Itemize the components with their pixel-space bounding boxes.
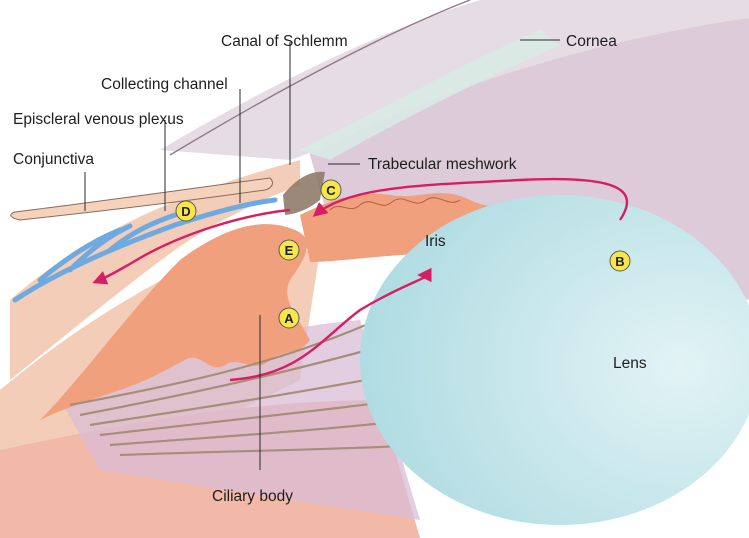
marker-a: A — [279, 308, 299, 328]
label-conjunctiva: Conjunctiva — [13, 151, 94, 168]
marker-b: B — [610, 251, 630, 271]
label-ciliary-body: Ciliary body — [212, 488, 293, 505]
label-lens: Lens — [613, 355, 647, 372]
svg-text:B: B — [615, 254, 624, 269]
svg-text:E: E — [285, 243, 294, 258]
svg-text:C: C — [326, 183, 336, 198]
label-episcleral-venous-plexus: Episcleral venous plexus — [13, 111, 184, 128]
label-trabecular-meshwork: Trabecular meshwork — [368, 156, 517, 173]
marker-e: E — [279, 240, 299, 260]
svg-text:D: D — [181, 204, 190, 219]
label-collecting-channel: Collecting channel — [101, 76, 228, 93]
svg-text:A: A — [284, 311, 294, 326]
label-cornea: Cornea — [566, 33, 617, 50]
marker-c: C — [321, 180, 341, 200]
label-iris: Iris — [425, 233, 446, 250]
marker-d: D — [176, 201, 196, 221]
lens — [360, 195, 749, 525]
label-canal-of-schlemm: Canal of Schlemm — [221, 33, 348, 50]
